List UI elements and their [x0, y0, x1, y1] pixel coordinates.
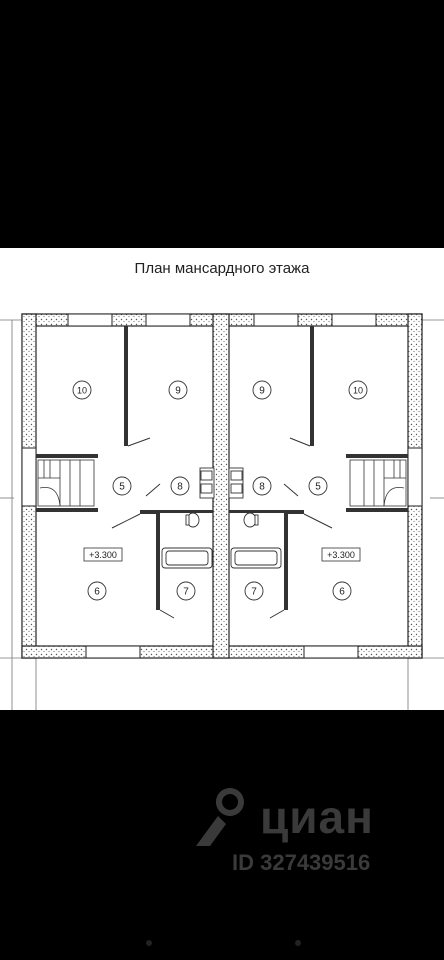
location-pin-icon — [196, 788, 244, 846]
nav-indicator-left — [146, 940, 152, 946]
floor-plan-drawing: 10 9 9 10 5 8 8 5 6 7 7 6 +3.300 +3.300 — [0, 313, 444, 710]
room-10-label: 10 — [72, 380, 92, 400]
svg-text:9: 9 — [259, 386, 265, 397]
nav-indicator-right — [295, 940, 301, 946]
room-6-label: 6 — [332, 581, 352, 601]
exterior-walls — [21, 313, 423, 659]
floor-plan-sheet: План мансардного этажа — [0, 248, 444, 710]
room-5-label: 5 — [308, 476, 328, 496]
windows — [21, 313, 423, 659]
room-9-label: 9 — [252, 380, 272, 400]
room-8-label: 8 — [170, 476, 190, 496]
room-10-label: 10 — [348, 380, 368, 400]
watermark-brand: циан — [260, 791, 374, 843]
svg-text:6: 6 — [339, 587, 345, 598]
watermark: циан ID 327439516 — [190, 782, 430, 882]
svg-text:8: 8 — [177, 482, 183, 493]
plan-title: План мансардного этажа — [134, 260, 310, 277]
svg-text:+3.300: +3.300 — [89, 550, 117, 560]
room-7-label: 7 — [244, 581, 264, 601]
watermark-id: ID 327439516 — [232, 850, 371, 875]
room-9-label: 9 — [168, 380, 188, 400]
svg-text:8: 8 — [259, 482, 265, 493]
sanitary-fixtures — [161, 467, 282, 569]
room-7-label: 7 — [176, 581, 196, 601]
svg-text:6: 6 — [94, 587, 100, 598]
svg-text:7: 7 — [183, 587, 189, 598]
svg-text:+3.300: +3.300 — [327, 550, 355, 560]
svg-text:10: 10 — [353, 386, 363, 396]
room-6-label: 6 — [87, 581, 107, 601]
svg-text:9: 9 — [175, 386, 181, 397]
svg-text:5: 5 — [119, 482, 125, 493]
svg-text:10: 10 — [77, 386, 87, 396]
staircases — [37, 459, 407, 507]
elevation-mark: +3.300 — [321, 547, 361, 562]
room-8-label: 8 — [252, 476, 272, 496]
room-5-label: 5 — [112, 476, 132, 496]
elevation-marks: +3.300 +3.300 — [83, 547, 361, 562]
interior-walls — [36, 326, 408, 610]
room-labels: 10 9 9 10 5 8 8 5 6 7 7 6 — [72, 380, 368, 601]
door-swings — [111, 437, 333, 619]
svg-text:5: 5 — [315, 482, 321, 493]
elevation-mark: +3.300 — [83, 547, 123, 562]
svg-text:7: 7 — [251, 587, 257, 598]
